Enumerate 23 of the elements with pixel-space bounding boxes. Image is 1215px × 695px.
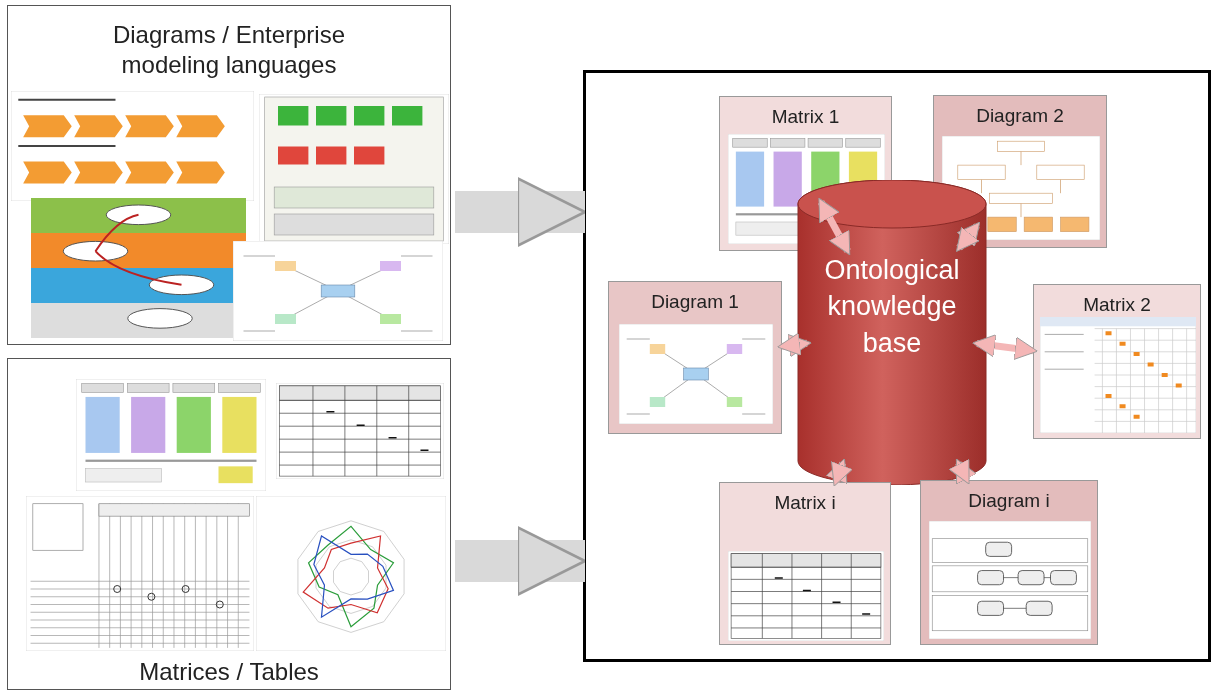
- panel-title: Diagram 2: [976, 104, 1064, 128]
- panel-title: Diagram 1: [651, 290, 739, 314]
- block-arrow: [455, 177, 587, 247]
- panel-title: Matrix 2: [1083, 293, 1151, 317]
- block-arrow: [455, 526, 587, 596]
- database-label: Ontological knowledge base: [823, 254, 961, 360]
- panel: [1033, 284, 1201, 439]
- double-arrow: [948, 458, 977, 485]
- panel-title: Diagram i: [968, 489, 1050, 513]
- double-arrow: [955, 221, 981, 252]
- panel-title: Matrix 1: [771, 105, 840, 129]
- panel: [7, 358, 451, 690]
- container-box: [583, 70, 1211, 662]
- panel: [920, 480, 1098, 645]
- panel: [608, 281, 782, 434]
- panel-title: Matrices / Tables: [138, 657, 320, 687]
- panel-title: Matrix i: [774, 491, 836, 515]
- double-arrow: [817, 197, 851, 256]
- double-arrow: [972, 334, 1038, 360]
- panel: [719, 482, 891, 645]
- double-arrow: [825, 458, 853, 487]
- panel-title: Diagrams / Enterprise modeling languages: [111, 20, 347, 80]
- double-arrow: [777, 332, 812, 358]
